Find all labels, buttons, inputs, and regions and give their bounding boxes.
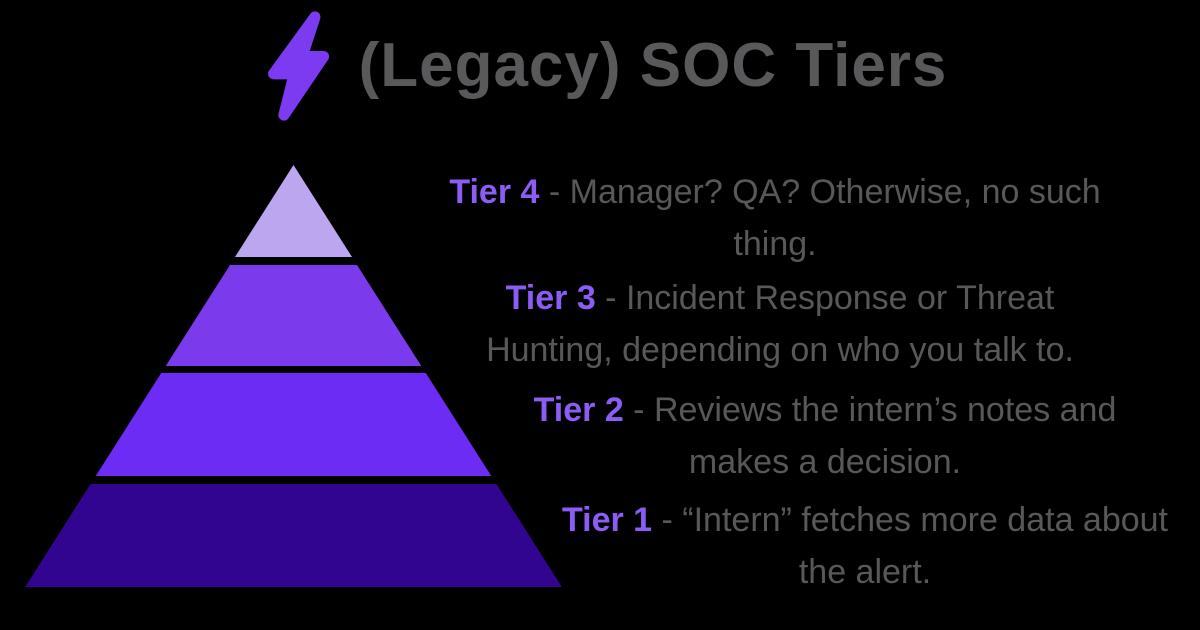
- tier-2-text: - Reviews the intern’s notes and makes a…: [623, 391, 1117, 481]
- header: (Legacy) SOC Tiers: [0, 10, 1200, 122]
- tier-2-label: Tier 2: [533, 391, 624, 429]
- pyramid-tier-3-shape: [165, 265, 422, 366]
- tier-1-description: Tier 1 - “Intern” fetches more data abou…: [550, 494, 1180, 598]
- tier-4-text: - Manager? QA? Otherwise, no such thing.: [539, 173, 1101, 263]
- page-title: (Legacy) SOC Tiers: [358, 31, 948, 100]
- lightning-bolt-shape: [267, 11, 329, 121]
- tier-1-text: - “Intern” fetches more data about the a…: [652, 501, 1169, 591]
- soc-tiers-pyramid: [25, 165, 562, 587]
- tier-1-label: Tier 1: [561, 501, 653, 539]
- tier-2-description: Tier 2 - Reviews the intern’s notes and …: [485, 384, 1165, 488]
- tier-3-label: Tier 3: [505, 279, 596, 317]
- tier-3-text: - Incident Response or Threat Hunting, d…: [486, 279, 1074, 369]
- pyramid-tier-4-shape: [235, 165, 352, 257]
- tier-4-label: Tier 4: [449, 173, 540, 211]
- lightning-bolt-icon: [267, 11, 329, 121]
- tier-4-description: Tier 4 - Manager? QA? Otherwise, no such…: [415, 166, 1135, 270]
- tier-3-description: Tier 3 - Incident Response or Threat Hun…: [455, 272, 1105, 376]
- pyramid-tier-1-shape: [25, 484, 562, 587]
- pyramid-tier-2-shape: [95, 373, 492, 476]
